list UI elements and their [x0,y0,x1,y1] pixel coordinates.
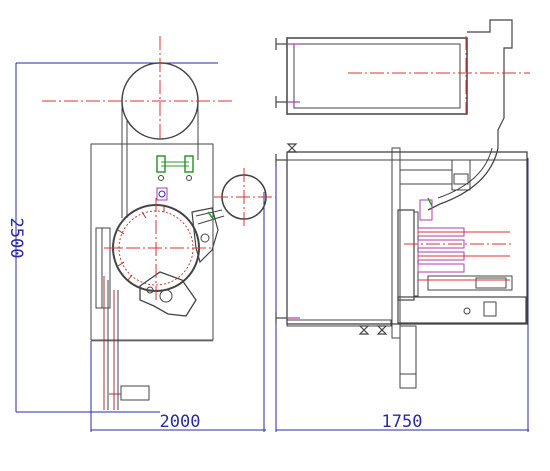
dimension-label-width-right: 1750 [382,412,423,432]
dimension-label-height: 2500 [6,218,26,259]
guide-plate [95,227,111,309]
vertical-column [391,147,401,339]
tooling-bars [417,199,510,281]
centerlines [42,36,530,300]
turret-teeth [116,206,165,281]
feed-tube [427,147,499,211]
discharge-chute [399,325,417,389]
motor-block [427,275,513,291]
dimension-lines [15,62,529,432]
bottom-block [120,385,150,401]
front-view [90,62,267,410]
base-plate [397,296,527,324]
green-marks [207,197,433,221]
feet-highlights [287,43,300,319]
machine-body-plate [90,143,214,341]
hopper-tower [467,19,513,148]
leveling-feet [275,38,388,335]
star-wheel [139,271,197,317]
side-frame [286,151,528,325]
hopper-box [286,37,468,115]
dimension-label-width-left: 2000 [160,412,201,432]
side-view [286,19,528,389]
